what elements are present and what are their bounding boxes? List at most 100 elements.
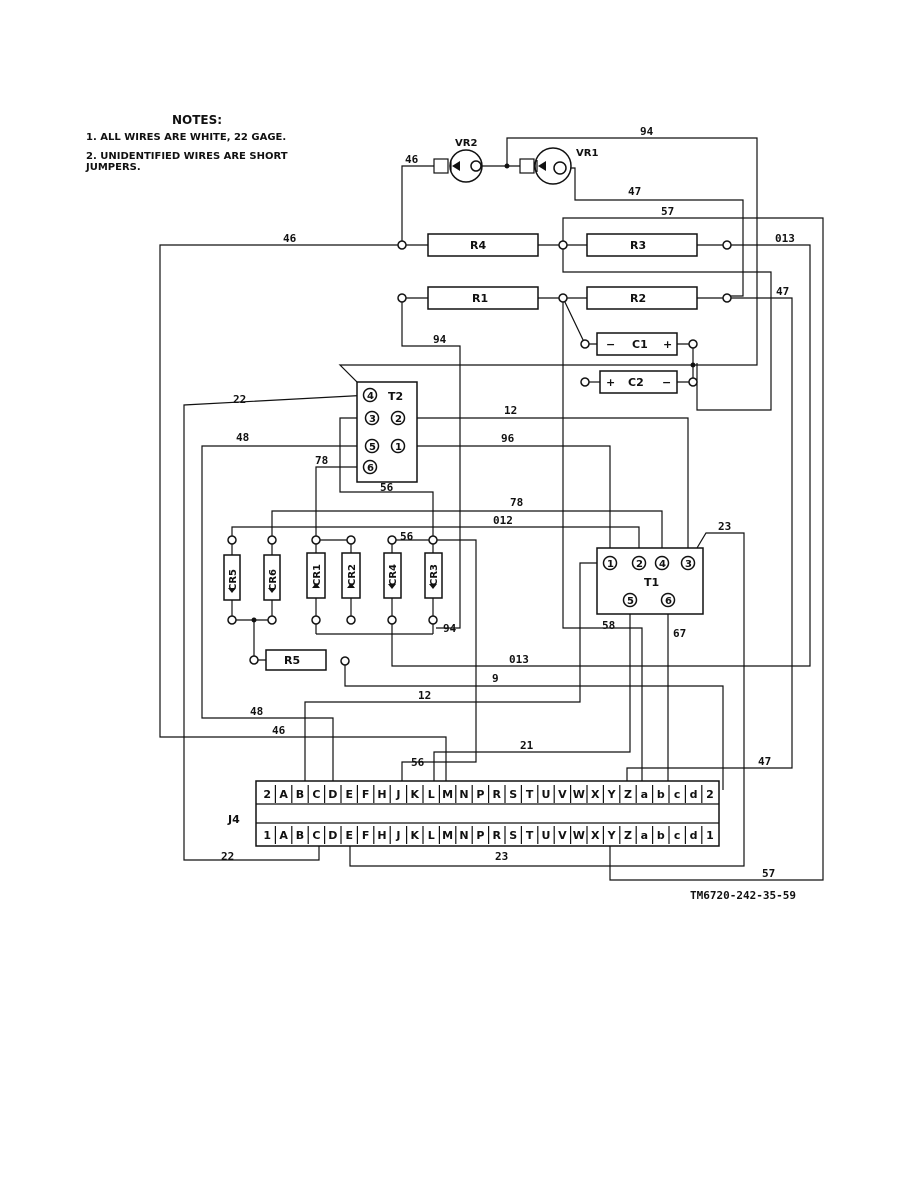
j4-top-pin-11: M [442,788,453,801]
j4-bottom-pin-12: N [459,829,468,842]
note-2-cont: JUMPERS. [85,162,141,173]
j4-bottom-pin-24: b [657,829,665,842]
j4-bottom-pin-2: B [296,829,304,842]
wire-label-56-cr: 56 [400,530,414,543]
vr1-label: VR1 [576,148,598,159]
wire-labels: 94 46 47 57 46 013 47 94 22 12 48 96 78 … [221,125,795,880]
t1-label: T1 [644,576,659,589]
j4-top-pin-14: R [493,788,502,801]
j4-bottom-pin-9: K [411,829,420,842]
j4-bottom-pin-18: V [558,829,567,842]
note-1: 1. ALL WIRES ARE WHITE, 22 GAGE. [86,132,286,143]
wire-label-23-t1: 23 [718,520,731,533]
wire-label-78-t2: 78 [315,454,328,467]
t1-transformer: T1 1 2 4 3 5 6 [596,547,704,615]
t2-terminal-2: 2 [395,414,402,425]
wire-label-94-top: 94 [640,125,654,138]
j4-bottom-pin-22: Z [624,829,632,842]
j4-top-pin-18: V [558,788,567,801]
wire-label-46-vr: 46 [405,153,419,166]
wire-label-46-left: 46 [283,232,297,245]
svg-text:−: − [662,376,671,389]
j4-top-pin-4: D [328,788,337,801]
j4-top-pin-6: F [362,788,370,801]
t1-terminal-1: 1 [607,559,614,570]
j4-top-pin-1: A [279,788,288,801]
j4-top-pin-5: E [345,788,353,801]
t1-terminal-6: 6 [665,596,672,607]
wire-label-12-top: 12 [504,404,517,417]
j4-top-pin-20: X [591,788,600,801]
r3-label: R3 [630,239,646,252]
t1-terminal-5: 5 [627,596,634,607]
wire-label-94-r1: 94 [433,333,447,346]
wire-label-9: 9 [492,672,499,685]
c2-capacitor: + C2 − [599,370,678,394]
t1-terminal-3: 3 [685,559,692,570]
j4-top-pin-13: P [476,788,484,801]
j4-top-pin-24: b [657,788,665,801]
j4-top-pin-27: 2 [706,788,714,801]
wire-label-48-top: 48 [236,431,249,444]
j4-top-pin-26: d [690,788,698,801]
t2-label: T2 [388,390,403,403]
j4-bottom-pin-4: D [328,829,337,842]
cr5-diode: CR5 [223,540,241,620]
c1-label: C1 [632,338,648,351]
notes-title: NOTES: [172,113,222,127]
j4-top-pin-16: T [526,788,534,801]
terminals [227,240,732,666]
r3-resistor: R3 [586,233,698,257]
figure-id: TM6720-242-35-59 [690,889,796,902]
wire-label-57-bot: 57 [762,867,775,880]
r1-label: R1 [472,292,488,305]
j4-top-pin-10: L [428,788,435,801]
cr6-label: CR6 [268,569,279,591]
cr2-label: CR2 [347,564,358,586]
wire-label-47-r2: 47 [776,285,789,298]
j4-top-pin-0: 2 [263,788,271,801]
wire-label-56-t2: 56 [380,481,394,494]
c1-capacitor: − C1 + [596,332,678,356]
j4-top-pin-17: U [542,788,551,801]
note-2: 2. UNIDENTIFIED WIRES ARE SHORT [86,151,288,162]
wire-label-013-top: 013 [775,232,795,245]
svg-text:−: − [606,338,615,351]
r5-label: R5 [284,654,300,667]
r5-resistor: R5 [265,649,327,671]
t2-terminal-6: 6 [367,463,374,474]
j4-bottom-pin-6: F [362,829,370,842]
j4-bottom-pin-15: S [509,829,517,842]
r2-resistor: R2 [586,286,698,310]
j4-top-pin-23: a [641,788,648,801]
j4-top-pin-25: c [674,788,681,801]
r2-label: R2 [630,292,646,305]
cr1-diode: CR1 [306,540,326,620]
cr2-diode: CR2 [341,540,361,620]
j4-bottom-pin-0: 1 [263,829,271,842]
wire-label-21: 21 [520,739,534,752]
cr3-diode: CR3 [424,540,443,620]
cr1-label: CR1 [312,564,323,586]
wire-label-22-bot: 22 [221,850,234,863]
j4-top-pin-2: B [296,788,304,801]
r1-resistor: R1 [427,286,539,310]
j4-label: J4 [227,813,240,826]
cr5-label: CR5 [228,569,239,591]
cr3-label: CR3 [429,564,440,586]
j4-bottom-pin-3: C [312,829,320,842]
wire-label-12-bot: 12 [418,689,431,702]
vr1-component: VR1 [519,147,598,185]
j4-top-pin-9: K [411,788,420,801]
t2-terminal-5: 5 [369,442,376,453]
t1-terminal-4: 4 [659,559,666,570]
j4-top-pin-19: W [573,788,585,801]
j4-top-pin-21: Y [607,788,617,801]
j4-top-pin-8: J [395,788,400,801]
wire-label-94-cr: 94 [443,622,457,635]
wire-label-48-bot: 48 [250,705,263,718]
wire-label-23-bot: 23 [495,850,508,863]
j4-bottom-pin-11: M [442,829,453,842]
